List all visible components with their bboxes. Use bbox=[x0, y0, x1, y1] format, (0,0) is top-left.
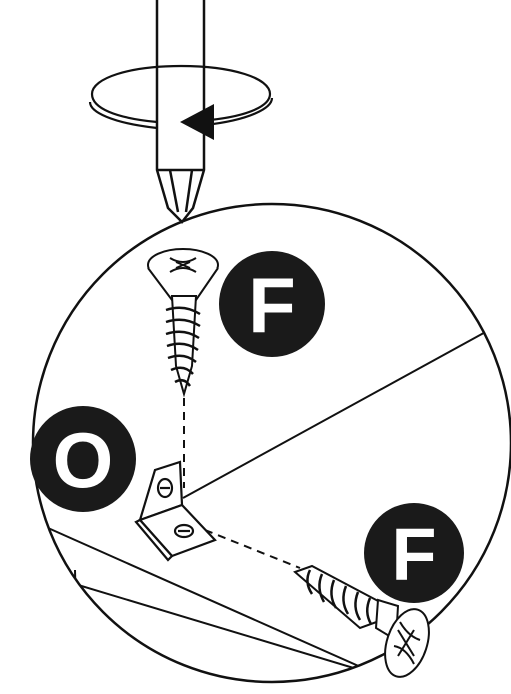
part-o-badge: O bbox=[30, 406, 136, 512]
phillips-screwdriver-icon bbox=[157, 0, 204, 222]
part-f-top-badge: F bbox=[219, 251, 325, 357]
part-f-bottom-label: F bbox=[391, 513, 436, 596]
part-o-label: O bbox=[53, 416, 114, 504]
part-f-bottom-badge: F bbox=[364, 503, 464, 603]
part-f-top-label: F bbox=[248, 261, 296, 349]
